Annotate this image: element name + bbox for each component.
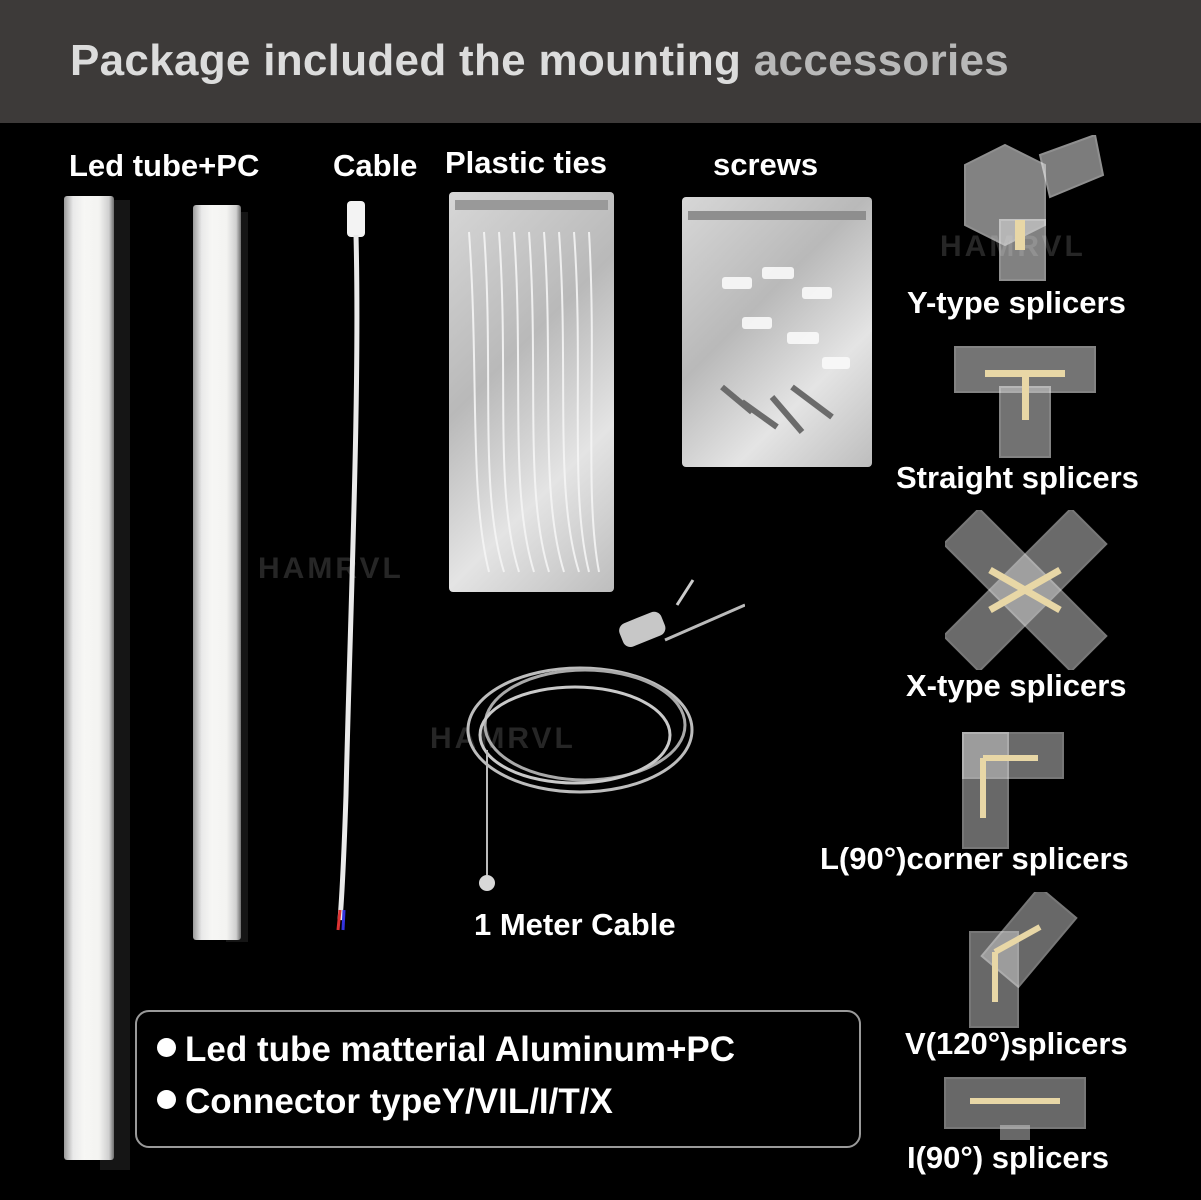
splicer-label: L(90°)corner splicers [820, 841, 1129, 876]
splicer-label: V(120°)splicers [905, 1026, 1128, 1061]
led-tube-image [64, 196, 114, 1160]
bullet-icon [157, 1090, 176, 1109]
i-splicer-image [944, 1077, 1086, 1140]
v-splicer-image [969, 892, 1078, 1028]
l-corner-splicer-image [962, 732, 1064, 849]
features-box: Led tube matterial Aluminum+PC Connector… [135, 1010, 861, 1148]
feature-text: Led tube matterial Aluminum+PC [185, 1030, 736, 1069]
feature-item: Led tube matterial Aluminum+PC [157, 1030, 735, 1070]
cable-image [336, 201, 365, 931]
splicer-label: X-type splicers [906, 668, 1127, 703]
bullet-icon [157, 1038, 176, 1057]
y-type-splicer-image [964, 135, 1105, 281]
meter-cable-label: 1 Meter Cable [474, 907, 676, 942]
watermark: HAMRVL [258, 552, 404, 585]
feature-text: Connector typeY/VIL/I/T/X [185, 1082, 613, 1121]
splicer-label: Y-type splicers [907, 285, 1126, 320]
screws-label: screws [713, 147, 819, 182]
straight-splicer-image [954, 346, 1096, 458]
cable-label: Cable [333, 148, 418, 183]
splicer-label: I(90°) splicers [907, 1140, 1109, 1175]
screws-image [682, 197, 872, 467]
x-type-splicer-image [945, 510, 1108, 670]
watermark: HAMRVL [430, 722, 576, 755]
led-tube-label: Led tube+PC [69, 148, 260, 183]
plastic-ties-image [449, 192, 614, 592]
page-title: Package included the mounting accessorie… [70, 36, 1009, 86]
title-part-1: Package included the mounting [70, 36, 742, 85]
splicer-label: Straight splicers [896, 460, 1139, 495]
plastic-ties-label: Plastic ties [445, 145, 607, 180]
meter-cable-image [466, 579, 745, 891]
title-part-2: accessories [753, 36, 1010, 85]
header-banner: Package included the mounting accessorie… [0, 0, 1201, 123]
led-tube-image [193, 205, 241, 940]
feature-item: Connector typeY/VIL/I/T/X [157, 1082, 613, 1122]
